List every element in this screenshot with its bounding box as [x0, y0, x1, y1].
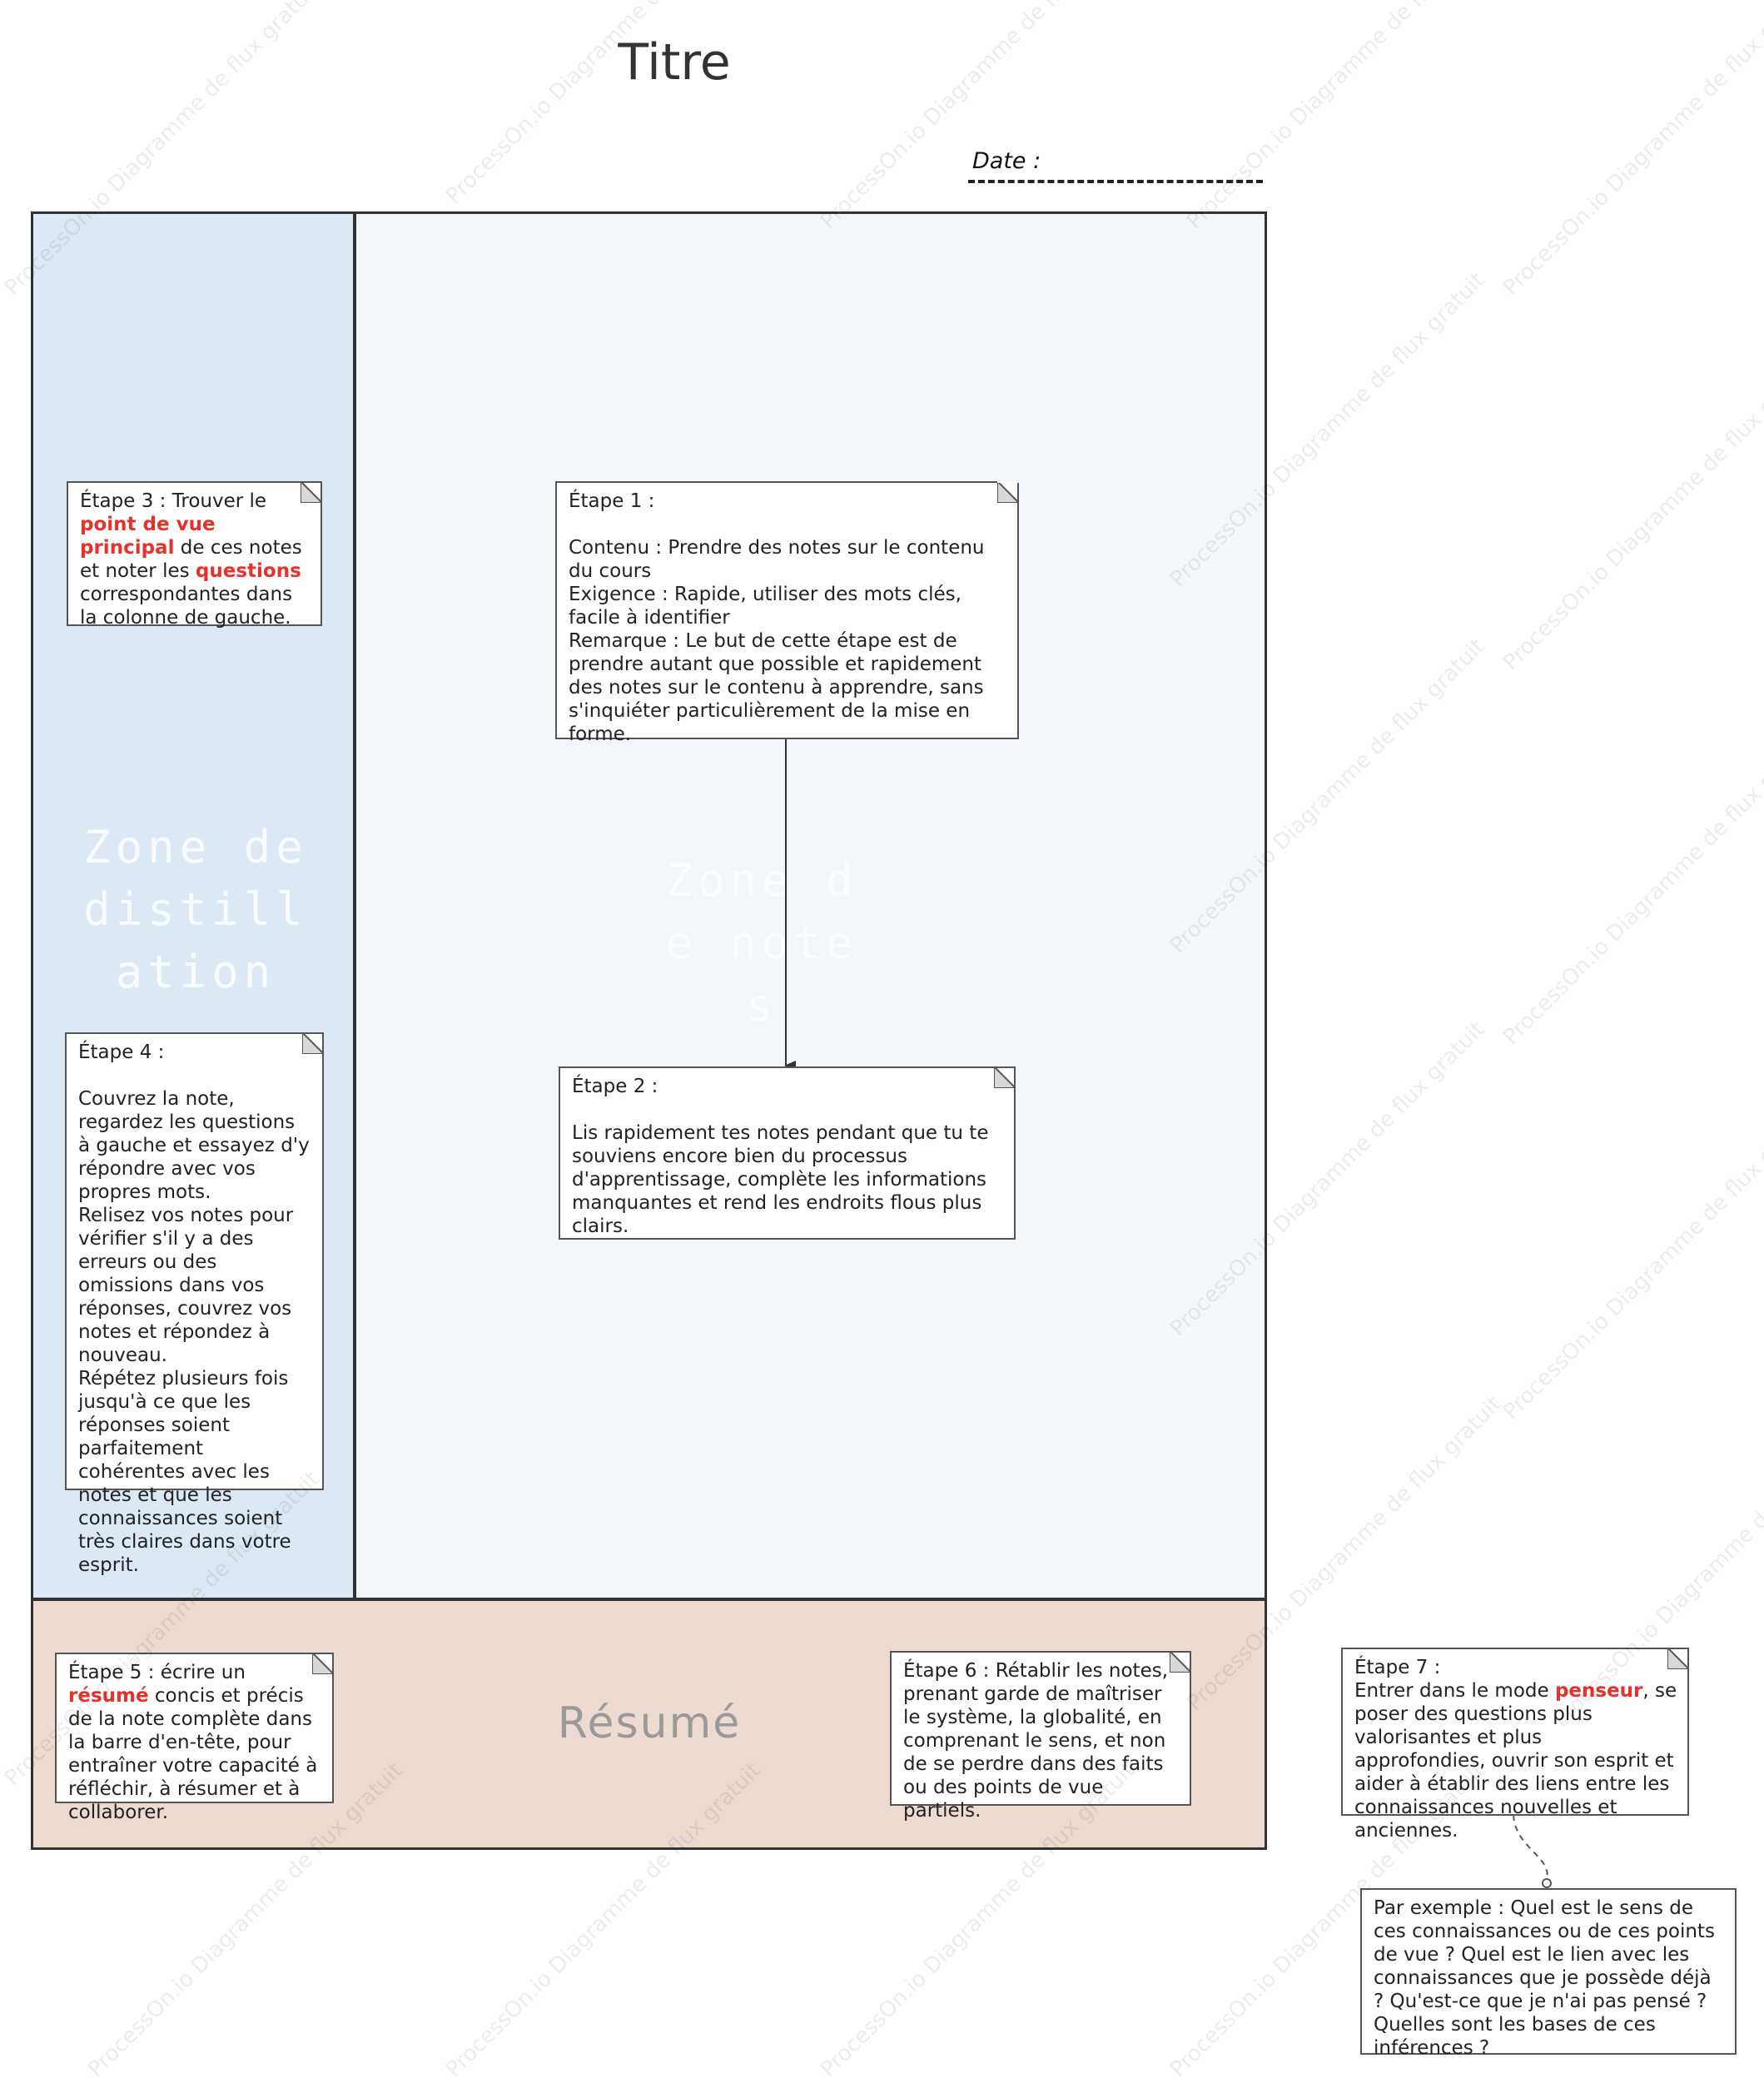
- note-fold-icon: [994, 1066, 1016, 1088]
- step2-heading: Étape 2 :: [572, 1076, 658, 1097]
- step4-note[interactable]: Étape 4 : Couvrez la note, regardez les …: [65, 1032, 324, 1576]
- step4-line-2: Relisez vos notes pour vérifier s'il y a…: [78, 1205, 300, 1366]
- step3-suffix: correspondantes dans la colonne de gauch…: [80, 560, 308, 629]
- step7-prefix: Entrer dans le mode: [1354, 1680, 1555, 1702]
- step1-note[interactable]: Étape 1 : Contenu : Prendre des notes su…: [555, 481, 1019, 745]
- step3-highlight-main-viewpoint: point de vue principal: [80, 514, 222, 559]
- step5-highlight-resume: résumé: [68, 1685, 149, 1707]
- connector-endpoint: [1542, 1878, 1552, 1888]
- step1-line-content: Contenu : Prendre des notes sur le conte…: [569, 537, 991, 582]
- step5-suffix: concis et précis de la note complète dan…: [68, 1685, 324, 1823]
- step3-note[interactable]: Étape 3 : Trouver le point de vue princi…: [67, 481, 322, 629]
- note-fold-icon: [997, 481, 1019, 503]
- step1-heading: Étape 1 :: [569, 490, 655, 512]
- step7-highlight-thinker: penseur: [1554, 1680, 1643, 1702]
- note-fold-icon: [312, 1653, 334, 1674]
- step2-note[interactable]: Étape 2 : Lis rapidement tes notes penda…: [559, 1066, 1016, 1240]
- note-fold-icon: [301, 481, 322, 503]
- date-label: Date :: [972, 148, 1041, 174]
- step5-note[interactable]: Étape 5 : écrire un résumé concis et pré…: [55, 1653, 334, 1823]
- notes-zone: [354, 211, 1267, 1600]
- step7-note[interactable]: Étape 7 : Entrer dans le mode penseur, s…: [1341, 1648, 1689, 1842]
- step3-middle: de ces notes et noter les: [80, 537, 309, 582]
- step7-heading: Étape 7 :: [1354, 1657, 1441, 1678]
- step1-line-remark: Remarque : Le but de cette étape est de …: [569, 630, 990, 745]
- step1-line-requirement: Exigence : Rapide, utiliser des mots clé…: [569, 584, 968, 629]
- step4-line-3: Répétez plusieurs fois jusqu'à ce que le…: [78, 1368, 298, 1576]
- step6-body: Étape 6 : Rétablir les notes, prenant ga…: [903, 1660, 1169, 1822]
- step3-prefix: Étape 3 : Trouver le: [80, 490, 273, 512]
- notes-zone-label: Zone de notes: [665, 854, 858, 1032]
- note-fold-icon: [302, 1032, 324, 1054]
- connector-step7-example: [1513, 1814, 1548, 1881]
- note-fold-icon: [1667, 1648, 1689, 1669]
- example-body: Par exemple : Quel est le sens de ces co…: [1374, 1897, 1722, 2059]
- step4-heading: Étape 4 :: [78, 1042, 165, 1063]
- resume-zone-label: Résumé: [557, 1698, 742, 1748]
- date-line: [968, 180, 1263, 183]
- example-note[interactable]: Par exemple : Quel est le sens de ces co…: [1360, 1888, 1737, 2059]
- step6-note[interactable]: Étape 6 : Rétablir les notes, prenant ga…: [890, 1651, 1191, 1822]
- step7-suffix: , se poser des questions plus valorisant…: [1354, 1680, 1683, 1842]
- distillation-zone-label: Zone de distillation: [83, 821, 308, 998]
- step2-body: Lis rapidement tes notes pendant que tu …: [572, 1122, 995, 1237]
- note-fold-icon: [1170, 1651, 1191, 1673]
- step3-highlight-questions: questions: [195, 560, 301, 582]
- step5-prefix: Étape 5 : écrire un: [68, 1662, 252, 1683]
- page-title: Titre: [618, 33, 731, 92]
- step4-line-1: Couvrez la note, regardez les questions …: [78, 1088, 316, 1203]
